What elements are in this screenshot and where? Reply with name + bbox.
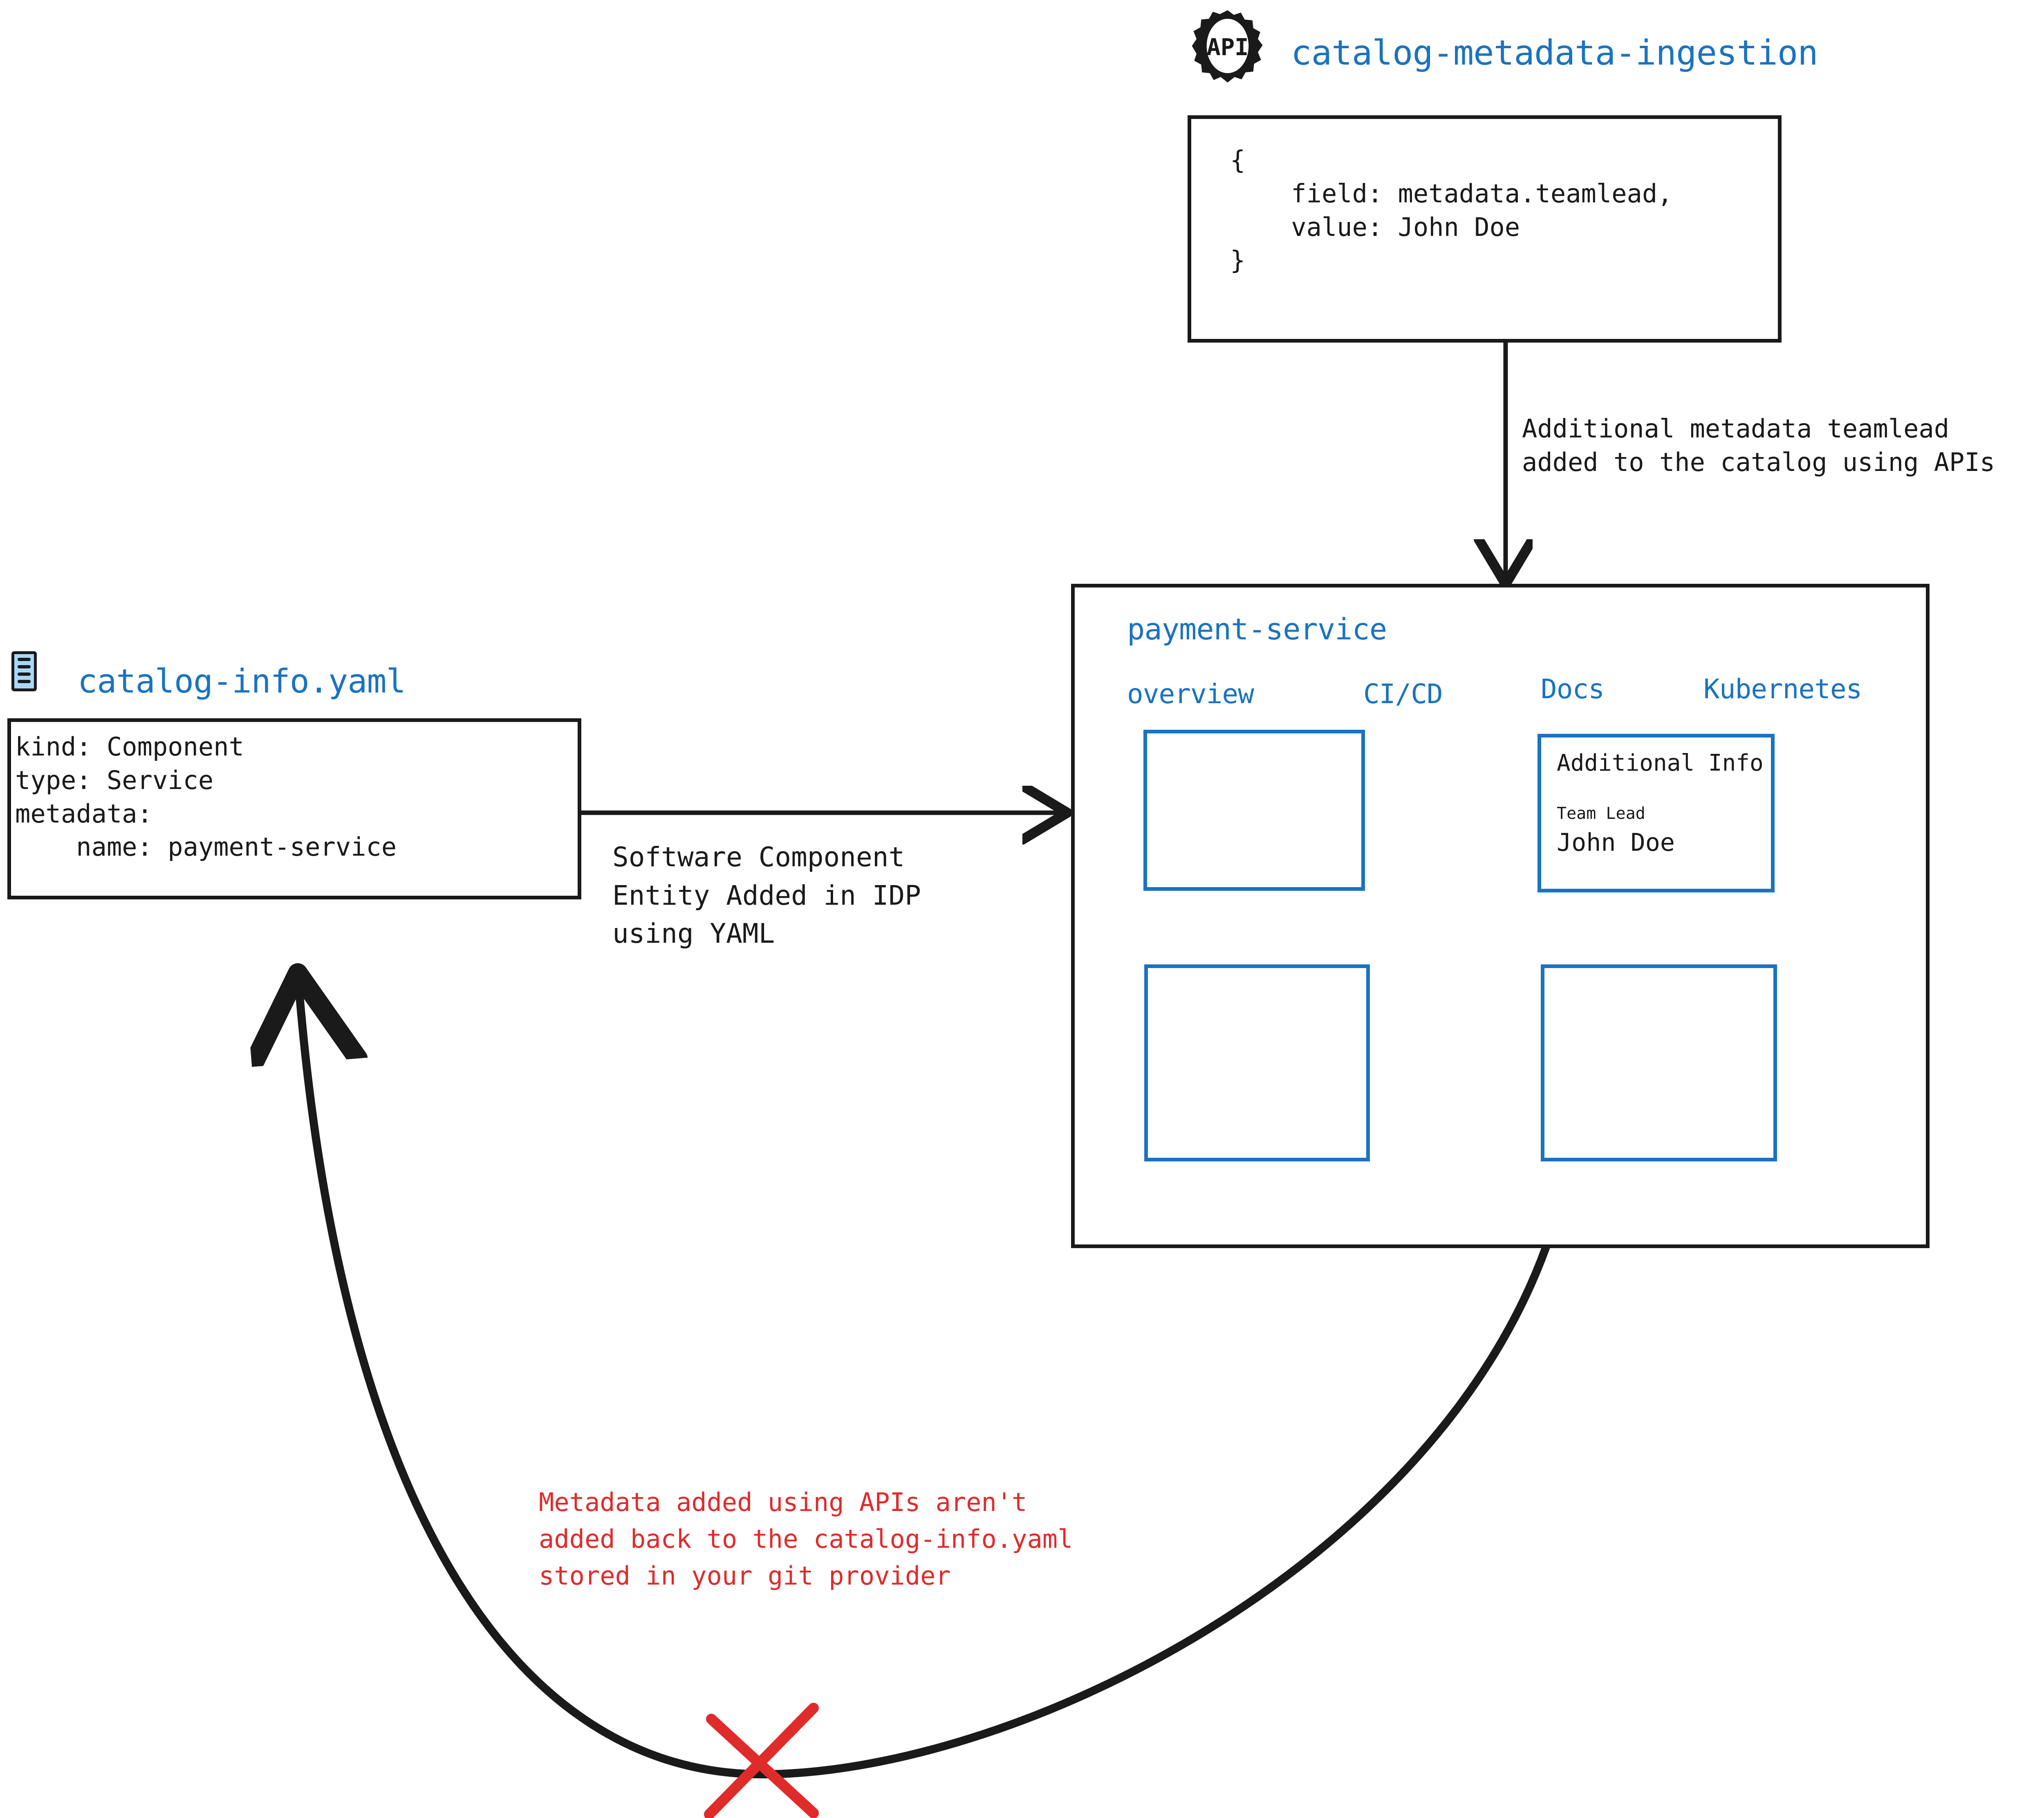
- bottom-left-card[interactable]: [1144, 964, 1370, 1161]
- tab-ci-cd[interactable]: CI/CD: [1363, 678, 1443, 710]
- tab-overview[interactable]: overview: [1127, 678, 1254, 710]
- api-icon-label: API: [1207, 34, 1249, 61]
- catalog-entity-panel: payment-service overview CI/CD Docs Kube…: [1071, 584, 1930, 1248]
- team-lead-value: John Doe: [1557, 828, 1675, 857]
- arrow-label-yaml-to-catalog: Software Component Entity Added in IDP u…: [612, 841, 921, 950]
- arrow-label-api-to-catalog: Additional metadata teamlead added to th…: [1522, 414, 1995, 477]
- entity-title: payment-service: [1127, 612, 1387, 646]
- bottom-right-card[interactable]: [1541, 964, 1777, 1161]
- yaml-node-title: catalog-info.yaml: [78, 662, 406, 700]
- api-gear-icon: API: [1189, 8, 1266, 92]
- tab-kubernetes[interactable]: Kubernetes: [1703, 673, 1862, 705]
- additional-info-heading: Additional Info: [1557, 750, 1764, 776]
- api-payload-box: { field: metadata.teamlead, value: John …: [1188, 115, 1782, 343]
- overview-card[interactable]: [1143, 730, 1365, 891]
- api-payload-code: { field: metadata.teamlead, value: John …: [1230, 145, 1673, 276]
- blocked-x-icon: [704, 1703, 819, 1818]
- yaml-content-box: kind: Component type: Service metadata: …: [7, 718, 581, 899]
- yaml-content-code: kind: Component type: Service metadata: …: [15, 732, 397, 862]
- additional-info-card[interactable]: Additional Info Team Lead John Doe: [1537, 734, 1775, 892]
- team-lead-label: Team Lead: [1557, 804, 1645, 823]
- api-node-title: catalog-metadata-ingestion: [1291, 33, 1818, 73]
- yaml-file-icon: [11, 651, 37, 691]
- blocked-sync-warning-text: Metadata added using APIs aren't added b…: [539, 1487, 1073, 1591]
- tab-docs[interactable]: Docs: [1541, 673, 1605, 705]
